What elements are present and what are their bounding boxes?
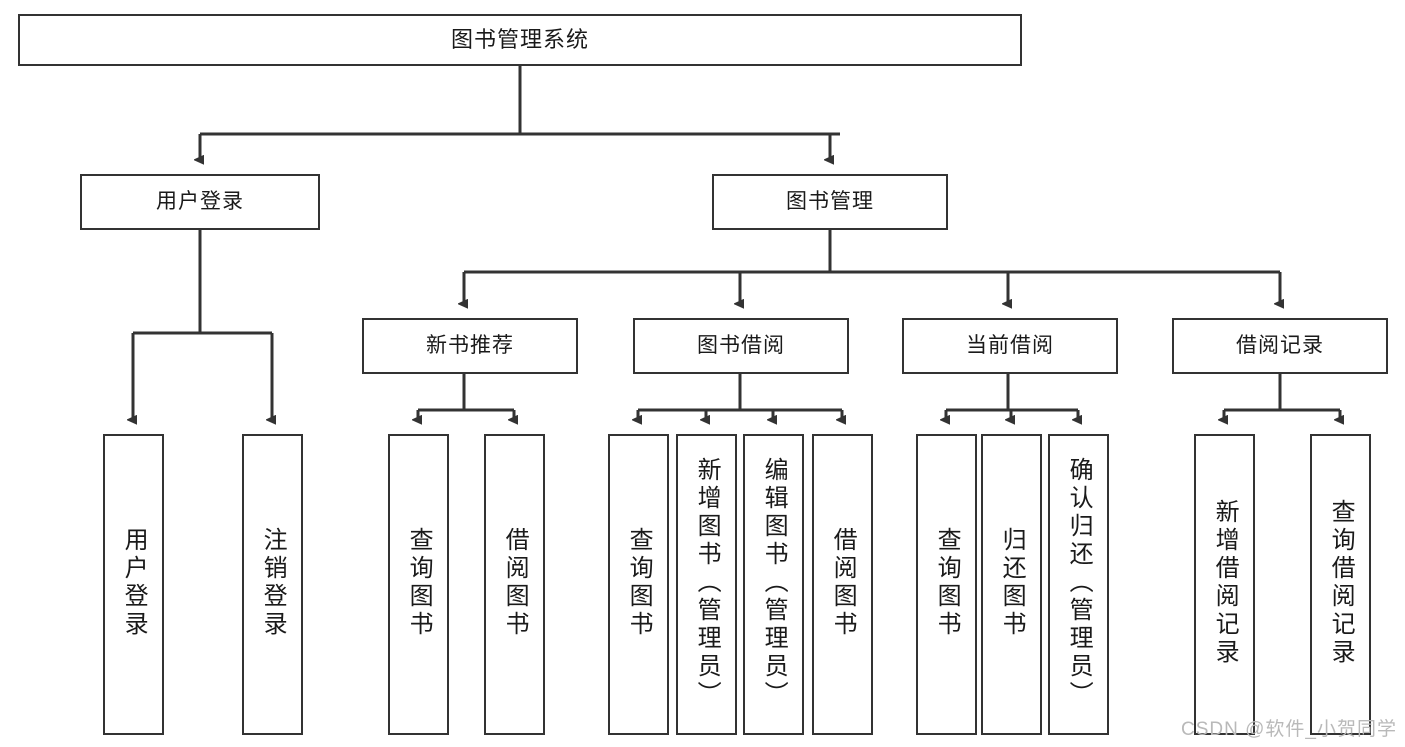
leaf-newbook-borrow-book[interactable]: 借阅图书 xyxy=(484,434,545,735)
node-label: 图书管理 xyxy=(786,189,874,213)
node-label: 新增借阅记录 xyxy=(1211,498,1239,667)
node-book-management[interactable]: 图书管理 xyxy=(712,174,948,230)
leaf-current-query-book[interactable]: 查询图书 xyxy=(916,434,977,735)
node-label: 用户登录 xyxy=(156,189,244,213)
node-user-login[interactable]: 用户登录 xyxy=(80,174,320,230)
node-current-borrow[interactable]: 当前借阅 xyxy=(902,318,1118,374)
node-label: 当前借阅 xyxy=(966,333,1054,357)
node-book-management-system[interactable]: 图书管理系统 xyxy=(18,14,1022,66)
leaf-user-login-signin[interactable]: 用户登录 xyxy=(103,434,164,735)
node-label: 新增图书（管理员） xyxy=(693,456,721,709)
leaf-borrow-query-book[interactable]: 查询图书 xyxy=(608,434,669,735)
node-label: 借阅记录 xyxy=(1236,333,1324,357)
node-label: 编辑图书（管理员） xyxy=(760,456,788,709)
node-label: 确认归还（管理员） xyxy=(1065,456,1093,709)
node-label: 归还图书 xyxy=(998,526,1026,639)
leaf-borrow-borrow-book[interactable]: 借阅图书 xyxy=(812,434,873,735)
node-label: 查询图书 xyxy=(625,526,653,639)
node-book-borrow[interactable]: 图书借阅 xyxy=(633,318,849,374)
node-label: 新书推荐 xyxy=(426,333,514,357)
node-label: 查询图书 xyxy=(405,526,433,639)
node-label: 用户登录 xyxy=(120,526,148,639)
leaf-records-add-record[interactable]: 新增借阅记录 xyxy=(1194,434,1255,735)
node-new-book-recommend[interactable]: 新书推荐 xyxy=(362,318,578,374)
node-label: 查询借阅记录 xyxy=(1327,498,1355,667)
leaf-current-confirm-return-admin[interactable]: 确认归还（管理员） xyxy=(1048,434,1109,735)
leaf-user-login-signout[interactable]: 注销登录 xyxy=(242,434,303,735)
leaf-borrow-edit-book-admin[interactable]: 编辑图书（管理员） xyxy=(743,434,804,735)
leaf-records-query-record[interactable]: 查询借阅记录 xyxy=(1310,434,1371,735)
leaf-borrow-add-book-admin[interactable]: 新增图书（管理员） xyxy=(676,434,737,735)
node-label: 借阅图书 xyxy=(829,526,857,639)
node-label: 注销登录 xyxy=(259,526,287,639)
node-label: 查询图书 xyxy=(933,526,961,639)
csdn-watermark: CSDN @软件_小贺同学 xyxy=(1181,719,1397,740)
node-borrow-records[interactable]: 借阅记录 xyxy=(1172,318,1388,374)
node-label: 图书管理系统 xyxy=(450,27,589,53)
node-label: 图书借阅 xyxy=(697,333,785,357)
leaf-newbook-query-book[interactable]: 查询图书 xyxy=(388,434,449,735)
node-label: 借阅图书 xyxy=(501,526,529,639)
leaf-current-return-book[interactable]: 归还图书 xyxy=(981,434,1042,735)
